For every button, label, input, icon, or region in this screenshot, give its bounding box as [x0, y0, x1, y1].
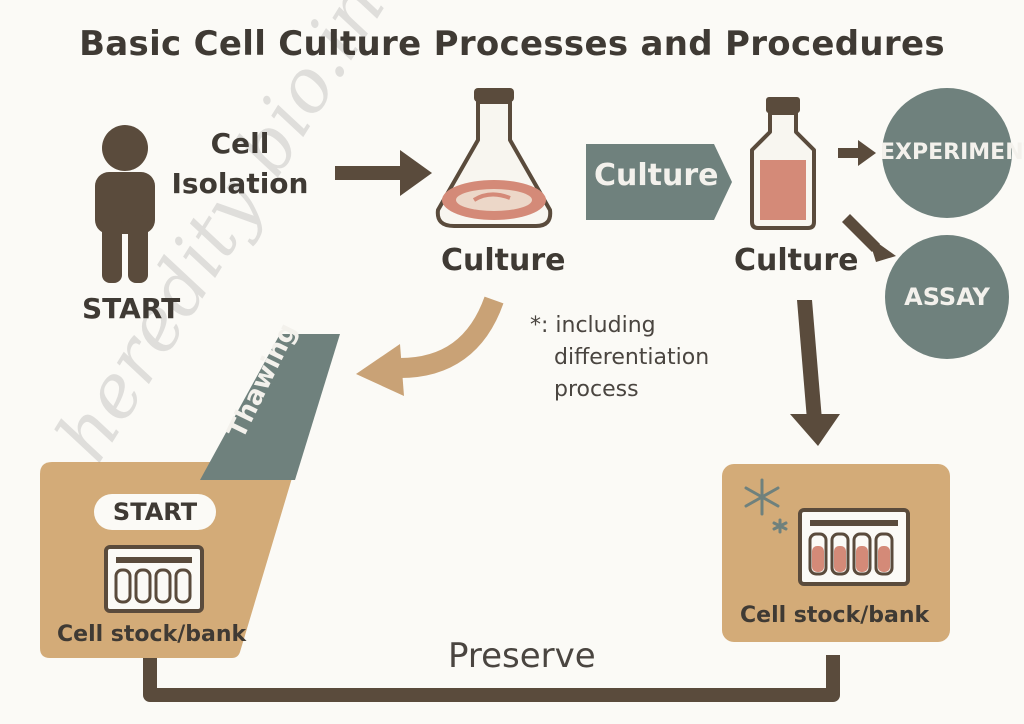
- left-bank-start-badge: START: [94, 494, 216, 530]
- right-vials-icon: [798, 508, 910, 586]
- assay-arrow: [842, 214, 896, 262]
- bottle-culture-label: Culture: [734, 243, 859, 278]
- assay-label: ASSAY: [904, 283, 990, 311]
- assay-circle: [885, 235, 1009, 359]
- snowflake-icon: [744, 478, 788, 534]
- preserve-connector-line: [143, 655, 840, 702]
- page-title: Basic Cell Culture Processes and Procedu…: [79, 24, 945, 64]
- left-vials-icon: [104, 545, 204, 613]
- footnote-line1: *: including: [530, 313, 656, 338]
- experiment-circle: [882, 88, 1012, 218]
- footnote-line3: process: [554, 377, 639, 402]
- cell-isolation-label: Cell Isolation: [170, 124, 310, 204]
- culture-banner-arrow: [586, 144, 732, 220]
- flask-icon: [435, 88, 553, 228]
- flask-culture-label: Culture: [441, 243, 566, 278]
- right-bank-label: Cell stock/bank: [740, 603, 930, 628]
- left-bank-label: Cell stock/bank: [57, 622, 247, 647]
- preserve-label: Preserve: [448, 636, 596, 676]
- start-person-label: START: [82, 292, 181, 325]
- cell-isolation-line1: Cell: [210, 127, 270, 160]
- cell-isolation-line2: Isolation: [171, 167, 309, 200]
- footnote-line2: differentiation: [554, 345, 710, 370]
- experiment-arrow: [838, 140, 876, 166]
- down-arrow: [790, 300, 840, 446]
- bottle-icon: [750, 97, 816, 230]
- thawing-strip: [200, 334, 340, 480]
- person-icon: [95, 125, 155, 283]
- culture-banner-label: Culture: [594, 158, 719, 193]
- isolation-arrow: [335, 150, 432, 196]
- experiment-label: EXPERIMENT: [880, 140, 1024, 165]
- curved-return-arrow: [356, 296, 504, 396]
- footnote: *: including differentiation process: [530, 310, 709, 406]
